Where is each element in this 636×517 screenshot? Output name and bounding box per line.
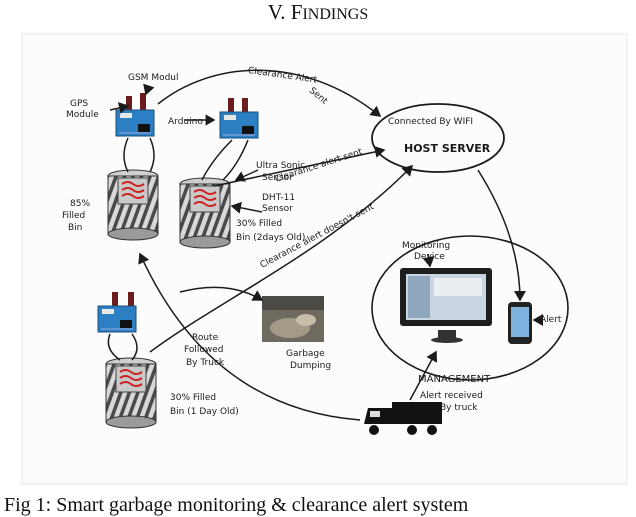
label-truck-alert: Alert received xyxy=(420,391,483,401)
label-management: MANAGEMENT xyxy=(418,374,491,385)
monitoring-device xyxy=(400,268,492,343)
label-dht-2: Sensor xyxy=(262,204,293,214)
label-gps-2: Module xyxy=(66,110,99,120)
label-truck-alert-2: By truck xyxy=(440,403,478,413)
arrow-truck-to-management xyxy=(409,350,437,401)
arrow-route-top xyxy=(179,286,264,301)
arrow-not-sent xyxy=(149,164,414,353)
label-alert: Alert xyxy=(540,315,562,325)
arrow-gps xyxy=(109,102,130,114)
arrow-host-to-phone xyxy=(477,169,526,302)
phone-alert-device xyxy=(508,302,532,344)
label-bin85: 85% xyxy=(70,199,90,209)
label-gsm: GSM Modul xyxy=(128,73,179,83)
label-route: Route xyxy=(192,333,219,343)
garbage-truck xyxy=(364,402,442,435)
label-monitoring-2: Device xyxy=(414,252,445,262)
label-bin30a-2: Bin (2days Old) xyxy=(236,233,305,243)
management-node xyxy=(371,235,569,381)
label-garbage: Garbage xyxy=(286,349,325,359)
label-host-server: HOST SERVER xyxy=(404,142,491,155)
arrow-dht xyxy=(230,201,263,214)
host-server-node xyxy=(371,103,505,173)
label-gps: GPS xyxy=(70,99,88,109)
arrow-monitor-label xyxy=(422,253,435,268)
section-heading: V. FINDINGS xyxy=(267,0,369,24)
label-route-3: By Truck xyxy=(186,358,225,368)
label-bin85-3: Bin xyxy=(68,223,82,233)
label-bin30b-2: Bin (1 Day Old) xyxy=(170,407,239,417)
label-arduino: Arduino xyxy=(168,117,203,127)
label-garbage-2: Dumping xyxy=(290,361,331,371)
label-bin85-2: Filled xyxy=(62,211,85,221)
figure-diagram: GSM Modul GPS Module Arduino Clearance A… xyxy=(21,33,628,485)
bin-30-filled-2days xyxy=(179,177,231,249)
arrow-gsm xyxy=(143,83,155,96)
label-connected: Connected By WIFI xyxy=(388,117,473,127)
bin-30-filled-1day xyxy=(105,357,157,429)
bin-85-filled xyxy=(107,169,159,241)
label-bin30a: 30% Filled xyxy=(236,219,282,229)
garbage-dumping-photo xyxy=(262,296,324,342)
label-ultrasonic: Ultra Sonic xyxy=(256,161,305,171)
arduino-board-middle xyxy=(219,98,259,139)
label-dht: DHT-11 xyxy=(262,193,295,203)
arrow-clearance-top xyxy=(157,69,382,117)
label-route-2: Followed xyxy=(184,345,223,355)
label-ultrasonic-2: Sensor xyxy=(262,173,293,183)
arduino-board-bottom xyxy=(97,292,137,333)
label-monitoring: Monitoring xyxy=(402,241,450,251)
arrow-route xyxy=(138,252,361,421)
figure-caption: Fig 1: Smart garbage monitoring & cleara… xyxy=(4,494,469,516)
label-bin30b: 30% Filled xyxy=(170,393,216,403)
